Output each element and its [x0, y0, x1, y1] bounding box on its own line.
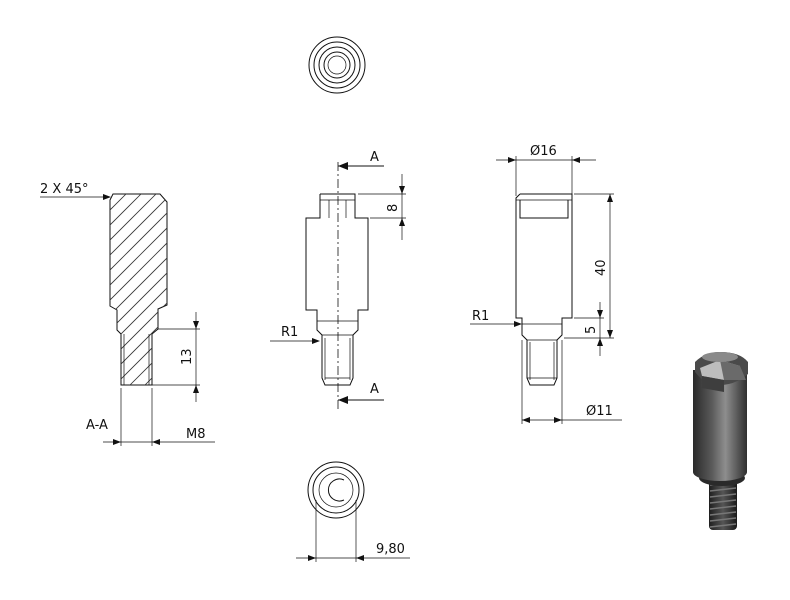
thread-length-dimension: 13 [152, 312, 200, 402]
thread-diameter-dimension: A-A M8 [86, 388, 215, 446]
section-marker-top: A [370, 150, 379, 165]
bottom-width-label: 9,80 [376, 542, 405, 557]
radius-middle-label: R1 [281, 325, 298, 340]
diameter-top-dimension: Ø16 [496, 144, 596, 196]
chamfer-label: 2 X 45° [40, 182, 88, 197]
overall-length-label: 40 [594, 259, 609, 276]
diameter-top-label: Ø16 [530, 144, 557, 159]
radius-right-label: R1 [472, 309, 489, 324]
chamfer-callout: 2 X 45° [40, 182, 111, 200]
radius-callout-right: R1 [470, 309, 522, 327]
diameter-bottom-dimension: Ø11 [521, 340, 622, 424]
shoulder-length-dimension: 5 [574, 302, 604, 356]
diameter-bottom-label: Ø11 [586, 404, 613, 419]
section-marker-bottom: A [370, 382, 379, 397]
head-height-dimension: 8 [358, 174, 406, 240]
bottom-view [307, 461, 365, 519]
side-view [515, 193, 573, 386]
shoulder-length-label: 5 [584, 326, 599, 334]
thread-length-label: 13 [180, 348, 195, 365]
overall-length-dimension: 40 [564, 193, 614, 339]
thread-callout-label: M8 [186, 427, 206, 442]
top-view [308, 36, 366, 94]
section-label: A-A [86, 418, 108, 433]
section-cut-line: A A [337, 150, 384, 412]
isometric-model [693, 352, 748, 530]
section-view-a-a [109, 193, 168, 386]
front-view [305, 193, 369, 386]
head-height-label: 8 [386, 204, 401, 212]
radius-callout-middle: R1 [270, 325, 320, 344]
bottom-width-dimension: 9,80 [296, 500, 410, 562]
